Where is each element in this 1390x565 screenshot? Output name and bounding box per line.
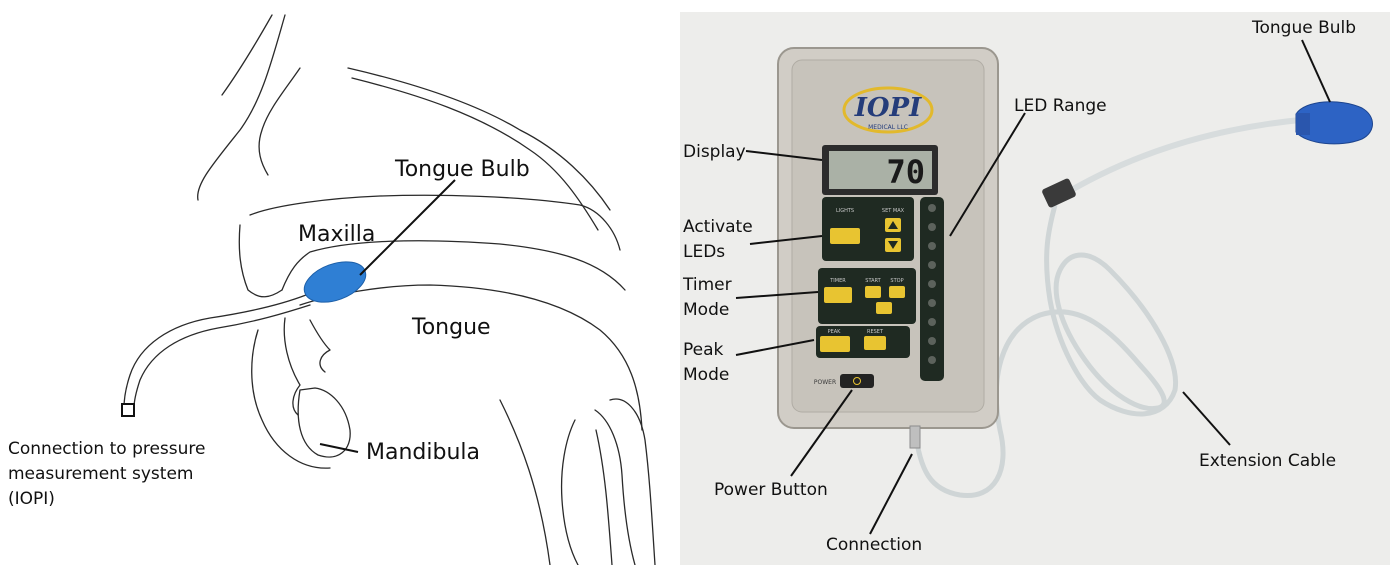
led-light: [928, 261, 936, 269]
timer-text: TIMER: [829, 278, 846, 284]
label-connection-line2: measurement system: [8, 464, 193, 484]
start-text: START: [865, 278, 881, 284]
set-max-text: SET MAX: [882, 208, 905, 214]
tongue-bulb-base: [1296, 113, 1310, 135]
label-tongue-bulb-right: Tongue Bulb: [1251, 18, 1356, 38]
label-peak-mode-1: Peak: [683, 340, 724, 360]
led-light: [928, 337, 936, 345]
label-extension-cable: Extension Cable: [1199, 451, 1336, 471]
timer-reset-button[interactable]: [876, 302, 892, 314]
label-tongue-bulb-left: Tongue Bulb: [394, 157, 530, 182]
label-connection-line1: Connection to pressure: [8, 439, 206, 459]
stop-button[interactable]: [889, 286, 905, 298]
label-mandibula: Mandibula: [366, 440, 480, 465]
label-display: Display: [683, 142, 746, 162]
led-lights: [928, 204, 936, 364]
lights-button[interactable]: [830, 228, 860, 244]
label-activate-leds-2: LEDs: [683, 242, 725, 262]
peak-button[interactable]: [820, 336, 850, 352]
peak-text: PEAK: [828, 329, 842, 335]
label-tongue: Tongue: [411, 315, 491, 340]
iopi-logo-subtext: MEDICAL LLC: [868, 124, 908, 131]
device-connector: [910, 426, 920, 448]
head-cross-section-drawing: [122, 15, 655, 565]
label-timer-mode-2: Mode: [683, 300, 729, 320]
led-light: [928, 318, 936, 326]
led-light: [928, 242, 936, 250]
label-peak-mode-2: Mode: [683, 365, 729, 385]
start-button[interactable]: [865, 286, 881, 298]
label-led-range: LED Range: [1014, 96, 1107, 116]
led-light: [928, 204, 936, 212]
stop-text: STOP: [890, 278, 903, 284]
label-maxilla: Maxilla: [298, 222, 375, 247]
reset-text: RESET: [867, 329, 884, 335]
iopi-logo-text: IOPI: [854, 93, 922, 123]
led-light: [928, 299, 936, 307]
label-connection-right: Connection: [826, 535, 922, 555]
power-button[interactable]: [840, 374, 874, 388]
power-text: POWER: [814, 379, 836, 386]
led-light: [928, 356, 936, 364]
mandibula-leader: [320, 444, 358, 452]
label-power-button: Power Button: [714, 480, 828, 500]
label-activate-leds-1: Activate: [683, 217, 753, 237]
reset-button[interactable]: [864, 336, 886, 350]
led-light: [928, 280, 936, 288]
label-connection-line3: (IOPI): [8, 489, 55, 509]
tube-end: [122, 404, 134, 416]
lights-text: LIGHTS: [836, 208, 854, 214]
led-light: [928, 223, 936, 231]
lcd-value: 70: [886, 153, 925, 191]
timer-button[interactable]: [824, 287, 852, 303]
label-timer-mode-1: Timer: [682, 275, 732, 295]
